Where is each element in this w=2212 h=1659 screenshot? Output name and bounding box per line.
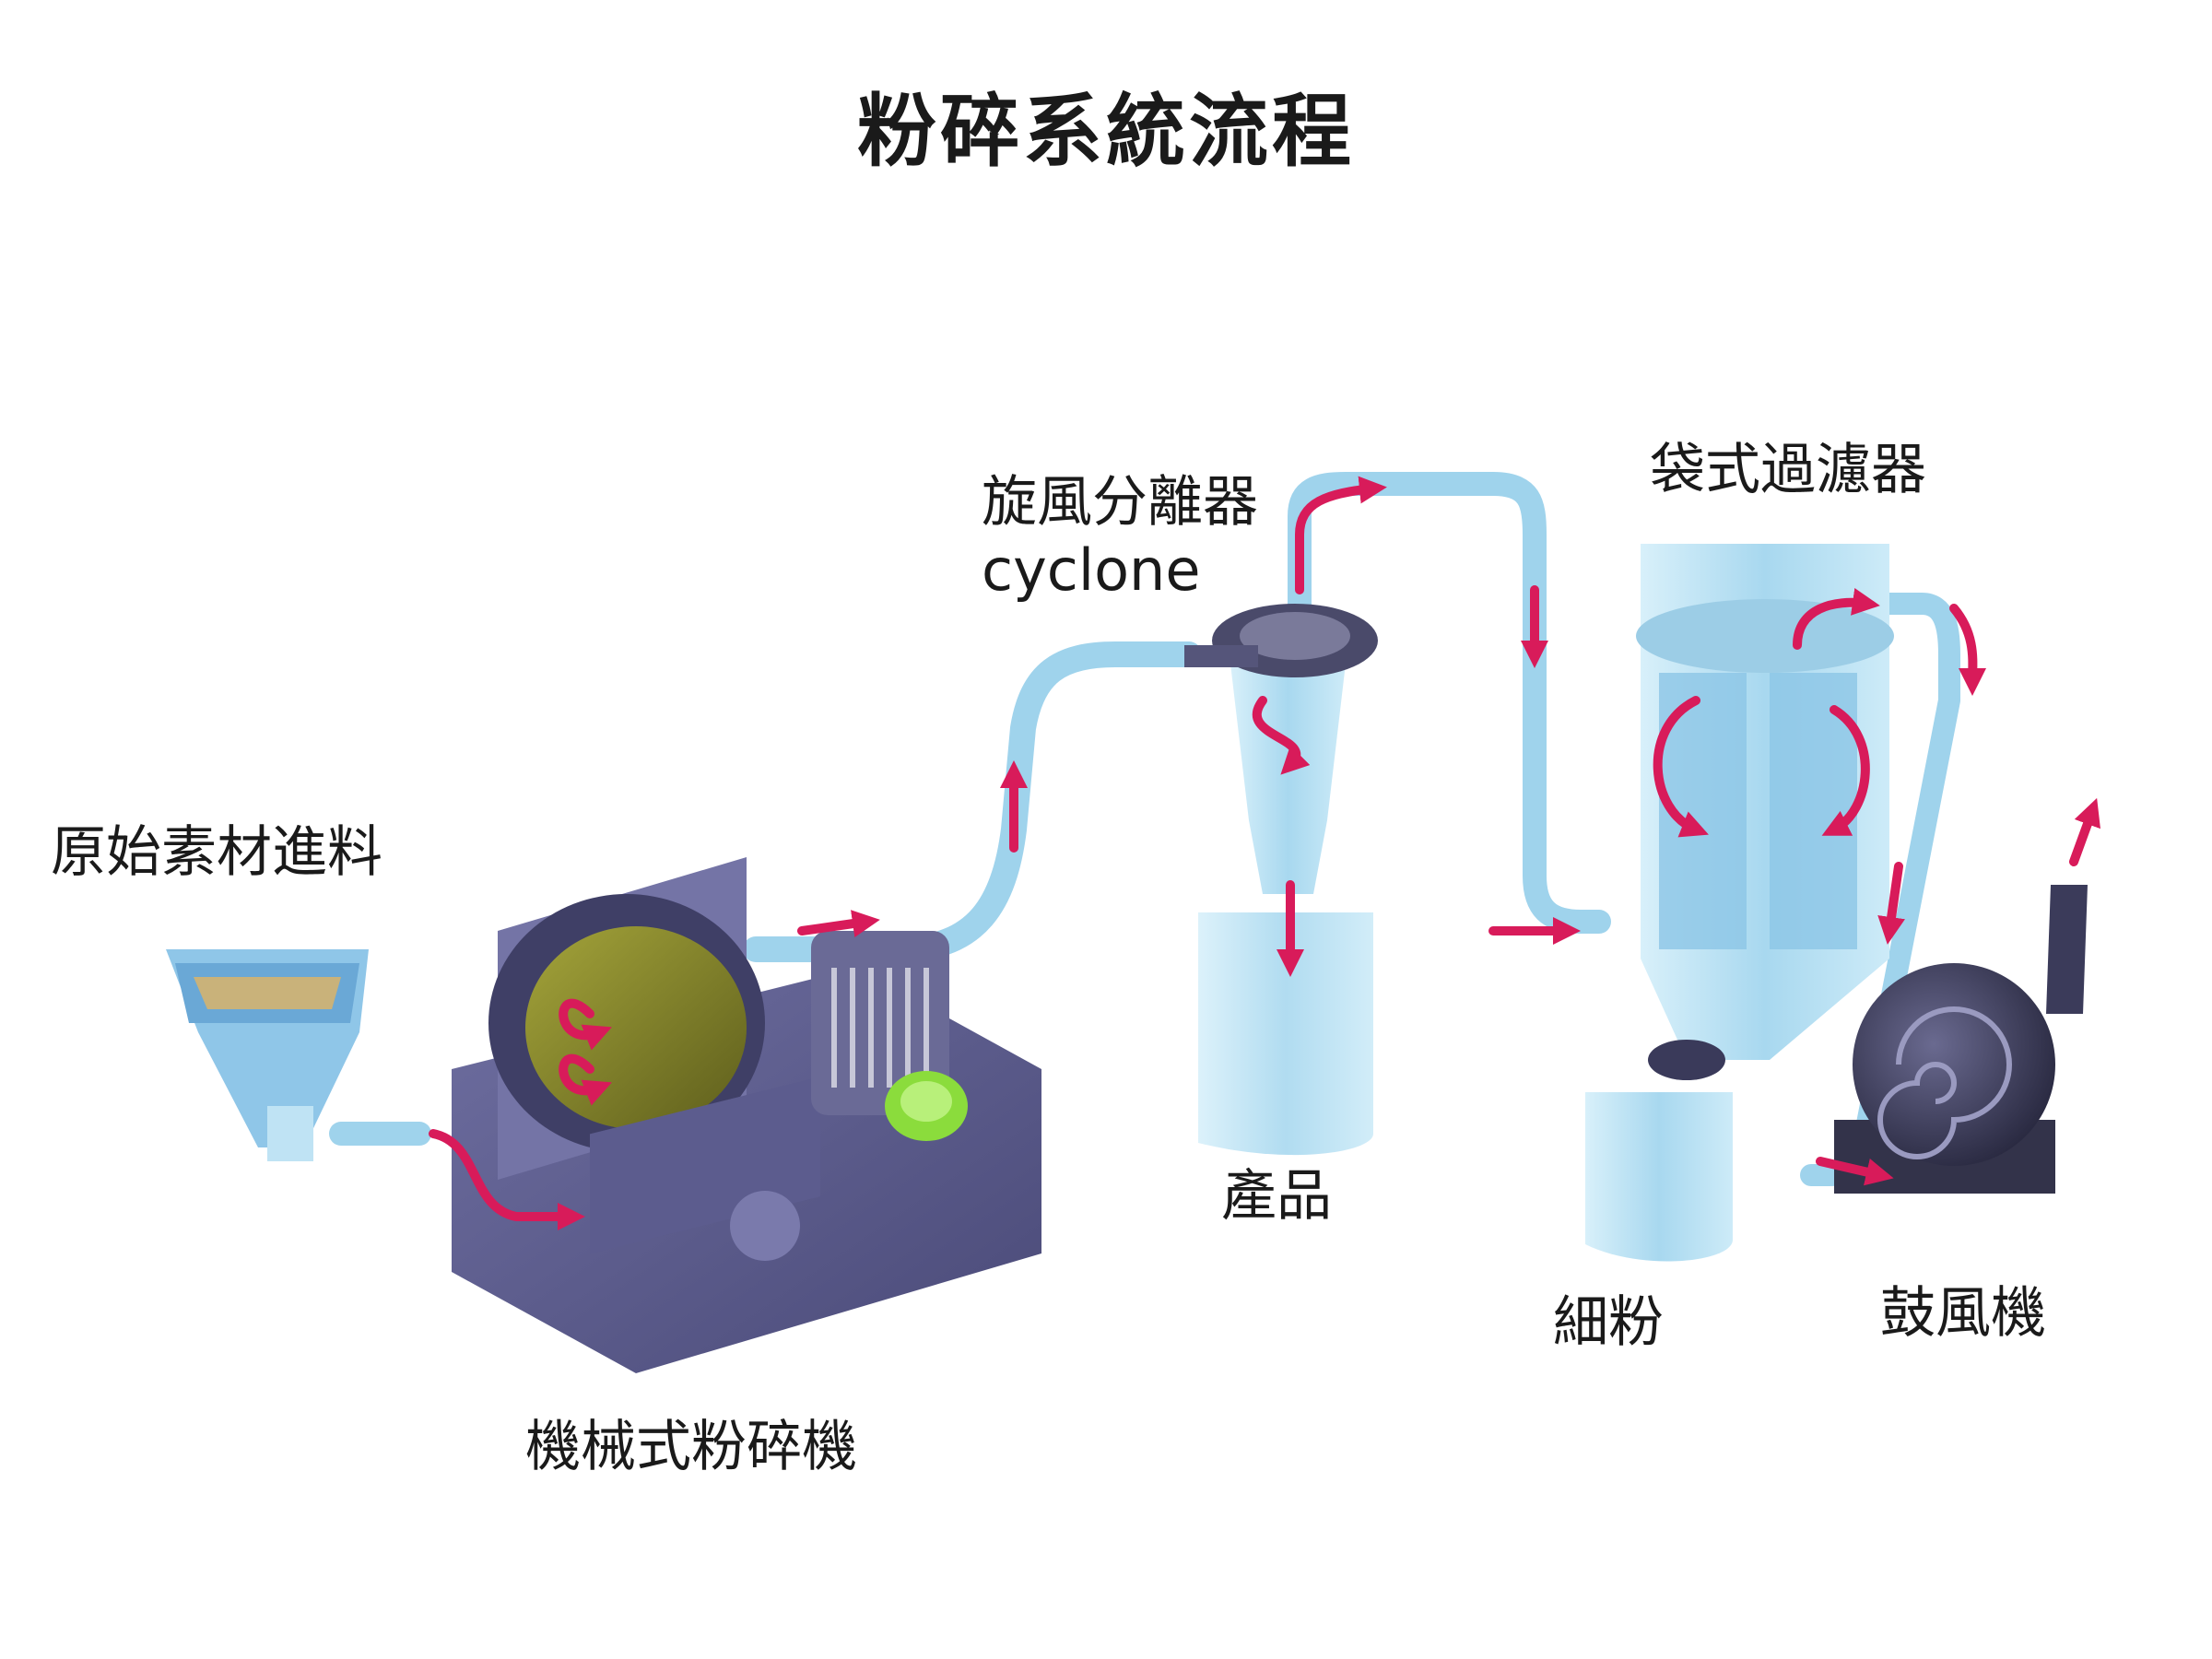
cyclone-label-zh: 旋風分離器: [982, 470, 1258, 535]
bag-filter: [1585, 544, 1894, 1262]
raw-feed-label: 原始素材進料: [51, 820, 382, 885]
arrow-return-down: [1877, 862, 1905, 945]
arrow-feed-to-mill: [429, 1129, 585, 1230]
arrow-bag-top: [1793, 588, 1880, 650]
product-label: 產品: [1221, 1164, 1332, 1229]
pipe-mill-to-cyclone: [743, 641, 1202, 962]
fine-powder-label: 細粉: [1553, 1290, 1664, 1355]
arrow-bag-swirl-left: [1653, 696, 1709, 838]
cyclone-separator: [1184, 604, 1378, 1156]
flow-arrows: [429, 476, 2100, 1230]
bag-filter-label: 袋式過濾器: [1650, 438, 1926, 502]
mill-label: 機械式粉碎機: [525, 1415, 857, 1479]
raw-feed-hopper: [166, 949, 369, 1161]
arrow-cyclone-swirl: [1252, 696, 1311, 775]
arrow-cyclone-up: [1295, 476, 1387, 594]
arrow-return-up: [1949, 604, 1987, 696]
arrow-bag-swirl-right: [1821, 705, 1870, 836]
diagram-title: 粉碎系統流程: [857, 86, 1355, 178]
pipe-cyclone-to-bagfilter: [1288, 472, 1611, 934]
cyclone-label-en: cyclone: [982, 536, 1201, 604]
blower-label: 鼓風機: [1880, 1281, 2046, 1346]
arrow-mill-swirl-2: [559, 1053, 612, 1106]
arrow-mill-swirl-1: [559, 998, 612, 1051]
arrow-into-blower: [1816, 1157, 1894, 1186]
blower: [1834, 885, 2088, 1194]
mechanical-mill: [452, 857, 1041, 1373]
arrow-exhaust: [2069, 797, 2100, 866]
arrow-mill-outlet: [797, 910, 880, 937]
